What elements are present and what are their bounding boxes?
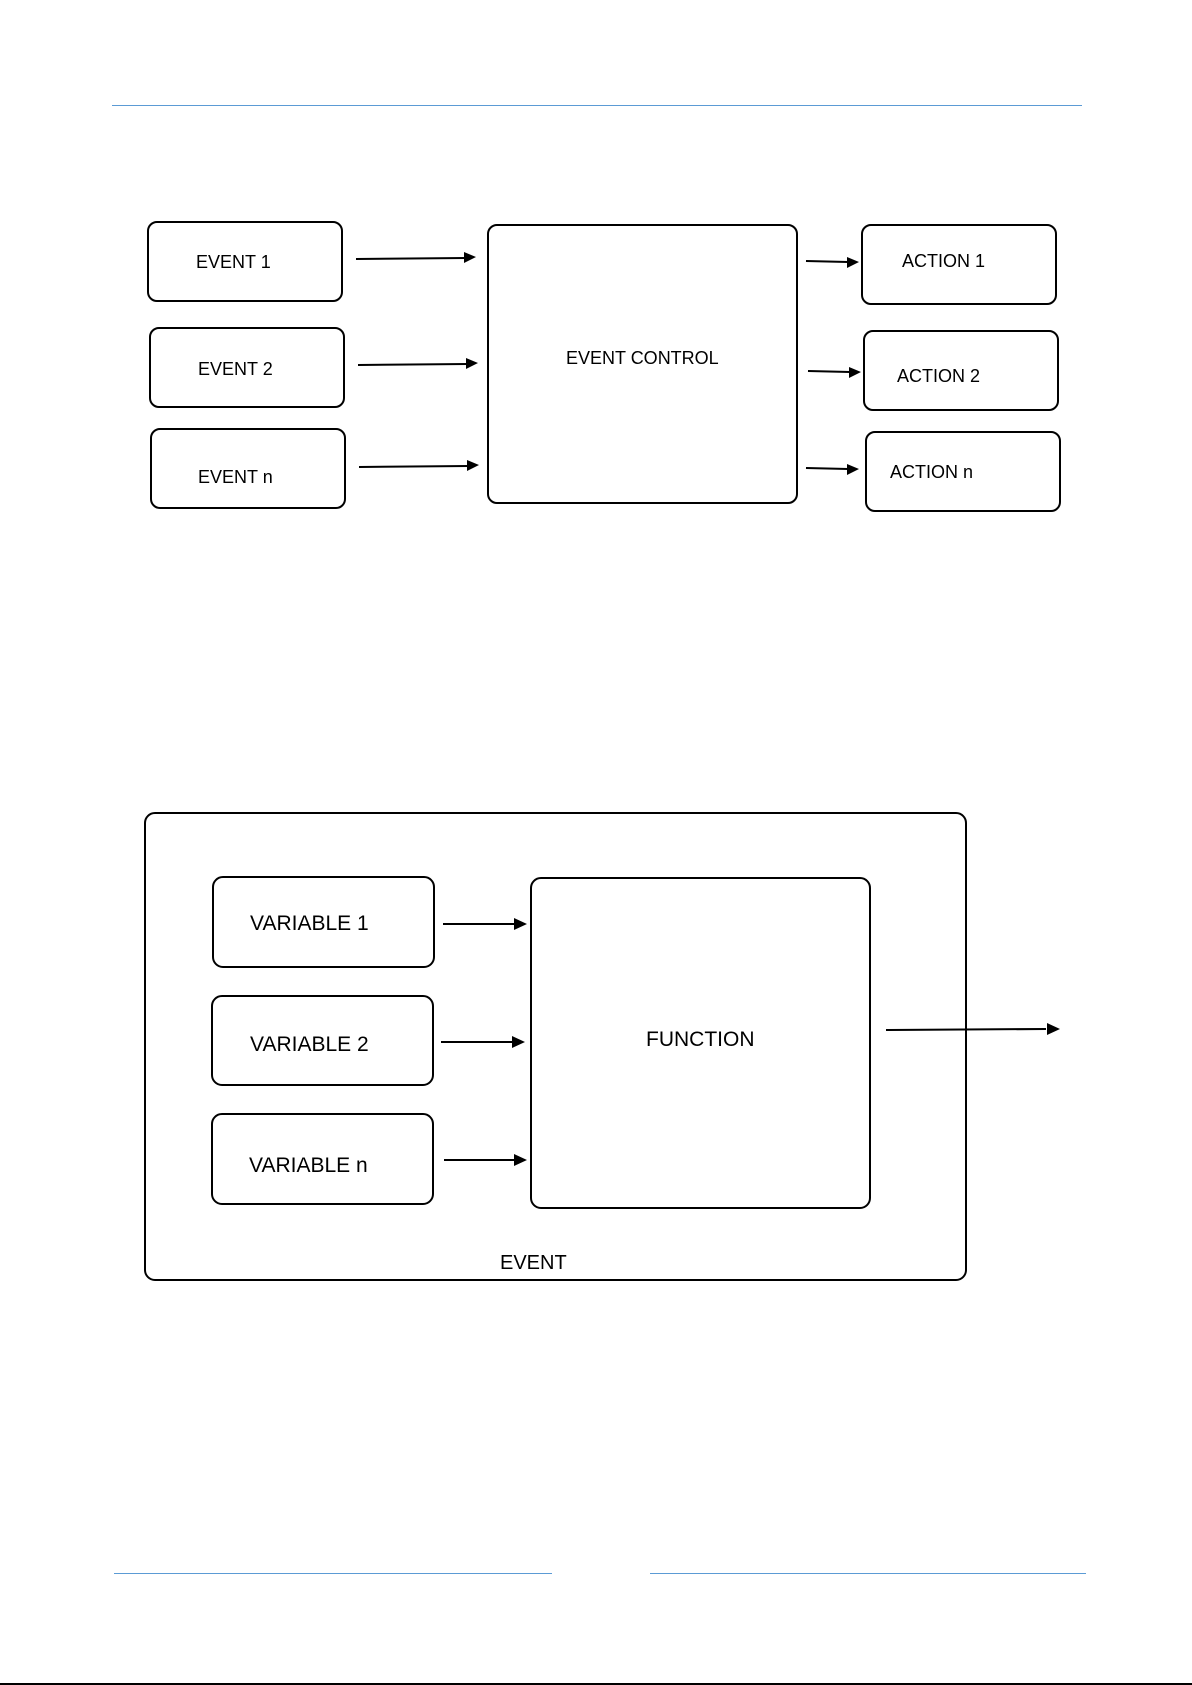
action-node-2: ACTION 2 (864, 331, 1058, 410)
footer-rule-left (114, 1573, 552, 1574)
function-label: FUNCTION (646, 1028, 755, 1051)
variable-node-2: VARIABLE 2 (212, 996, 433, 1085)
event-control-label: EVENT CONTROL (566, 348, 719, 368)
event-node-1-label: EVENT 1 (196, 252, 271, 272)
event-container-label: EVENT (500, 1252, 567, 1274)
variable-node-n-label: VARIABLE n (249, 1154, 368, 1177)
event-control-node: EVENT CONTROL (488, 225, 797, 503)
event-node-n: EVENT n (151, 429, 345, 508)
action-node-2-label: ACTION 2 (897, 366, 980, 386)
event-node-n-label: EVENT n (198, 467, 273, 487)
arrow-control-to-actionn (806, 464, 859, 475)
variable-node-1-label: VARIABLE 1 (250, 912, 369, 935)
action-node-n: ACTION n (866, 432, 1060, 511)
arrow-control-to-action1 (806, 257, 859, 268)
function-node: FUNCTION (531, 878, 870, 1208)
action-node-n-label: ACTION n (890, 462, 973, 482)
variable-node-2-label: VARIABLE 2 (250, 1033, 369, 1056)
event-node-1: EVENT 1 (148, 222, 342, 301)
variable-node-n: VARIABLE n (212, 1114, 433, 1204)
event-node-2: EVENT 2 (150, 328, 344, 407)
footer-rule-right (650, 1573, 1086, 1574)
arrow-event1-to-control (356, 252, 476, 263)
action-node-1-label: ACTION 1 (902, 251, 985, 271)
action-node-1: ACTION 1 (862, 225, 1056, 304)
variable-node-1: VARIABLE 1 (213, 877, 434, 967)
event-node-2-label: EVENT 2 (198, 359, 273, 379)
arrow-control-to-action2 (808, 367, 861, 378)
arrow-eventn-to-control (359, 460, 479, 471)
arrow-event2-to-control (358, 358, 478, 369)
